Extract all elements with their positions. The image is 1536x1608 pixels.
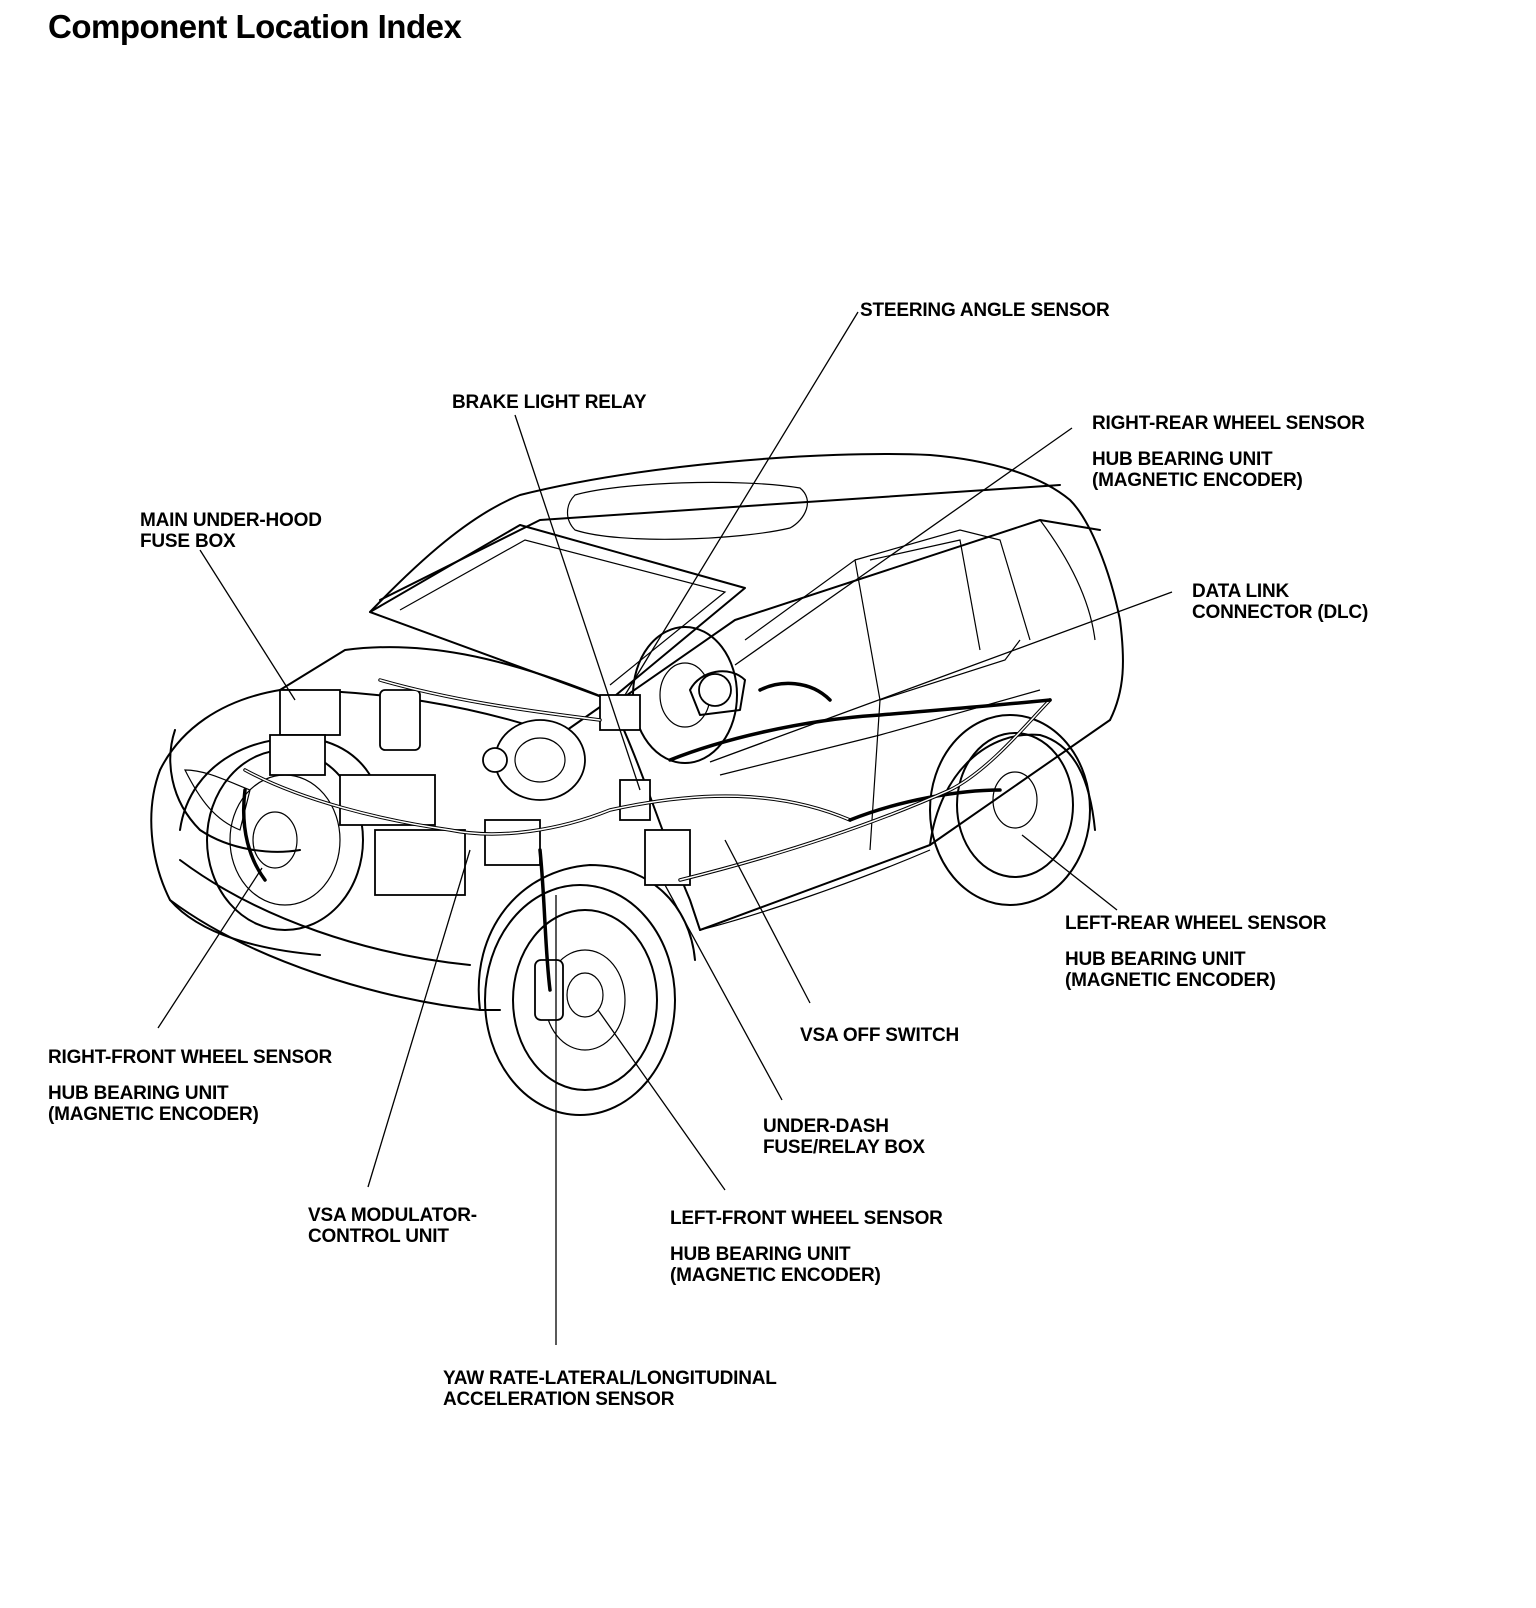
engine-bay-components: [269, 689, 691, 896]
label-text: ACCELERATION SENSOR: [443, 1389, 675, 1410]
leader-vsa-off-switch: [724, 839, 811, 1004]
label-vsa-off-switch: VSA OFF SWITCH: [800, 1025, 959, 1046]
wiring-harness: [241, 678, 1052, 992]
label-yaw-rate-sensor: YAW RATE-LATERAL/LONGITUDINAL ACCELERATI…: [443, 1368, 777, 1410]
label-text: (MAGNETIC ENCODER): [670, 1265, 881, 1286]
label-text: HUB BEARING UNIT: [670, 1244, 851, 1265]
label-left-rear-wheel-sensor: LEFT-REAR WHEEL SENSOR HUB BEARING UNIT …: [1065, 913, 1326, 991]
label-text: YAW RATE-LATERAL/LONGITUDINAL: [443, 1368, 777, 1389]
label-text: RIGHT-REAR WHEEL SENSOR: [1092, 413, 1365, 434]
label-text: VSA OFF SWITCH: [800, 1025, 960, 1046]
label-right-rear-wheel-sensor: RIGHT-REAR WHEEL SENSOR HUB BEARING UNIT…: [1092, 413, 1365, 491]
label-text: FUSE/RELAY BOX: [763, 1137, 925, 1158]
label-text: LEFT-REAR WHEEL SENSOR: [1065, 913, 1327, 934]
leader-right-rear-wheel-sensor: [734, 427, 1073, 666]
label-text: UNDER-DASH: [763, 1116, 889, 1137]
label-text: HUB BEARING UNIT: [1065, 949, 1246, 970]
label-vsa-modulator-control-unit: VSA MODULATOR- CONTROL UNIT: [308, 1205, 477, 1247]
leader-left-front-wheel-sensor: [597, 1009, 726, 1191]
page-title: Component Location Index: [48, 8, 462, 45]
label-text: CONNECTOR (DLC): [1192, 602, 1369, 623]
label-text: DATA LINK: [1192, 581, 1290, 602]
label-left-front-wheel-sensor: LEFT-FRONT WHEEL SENSOR HUB BEARING UNIT…: [670, 1208, 943, 1286]
label-text: HUB BEARING UNIT: [48, 1083, 229, 1104]
label-text: CONTROL UNIT: [308, 1226, 449, 1247]
label-text: (MAGNETIC ENCODER): [1065, 970, 1276, 991]
label-text: BRAKE LIGHT RELAY: [452, 392, 647, 413]
leader-main-fuse-box: [199, 549, 296, 701]
label-text: (MAGNETIC ENCODER): [48, 1104, 259, 1125]
left-rear-wheel: [929, 714, 1091, 906]
leader-right-front-wheel-sensor: [157, 867, 263, 1029]
leader-dlc: [709, 591, 1173, 763]
label-brake-light-relay: BRAKE LIGHT RELAY: [452, 392, 647, 413]
label-text: VSA MODULATOR-: [308, 1205, 477, 1226]
label-under-dash-fuse-relay-box: UNDER-DASH FUSE/RELAY BOX: [763, 1116, 925, 1158]
leader-vsa-modulator: [367, 849, 471, 1188]
label-text: LEFT-FRONT WHEEL SENSOR: [670, 1208, 943, 1229]
leader-lines: [157, 311, 1173, 1345]
label-text: FUSE BOX: [140, 531, 236, 552]
label-main-under-hood-fuse-box: MAIN UNDER-HOOD FUSE BOX: [140, 510, 322, 552]
label-text: HUB BEARING UNIT: [1092, 449, 1273, 470]
label-data-link-connector: DATA LINK CONNECTOR (DLC): [1192, 581, 1368, 623]
leader-left-rear-wheel-sensor: [1021, 834, 1118, 911]
label-text: RIGHT-FRONT WHEEL SENSOR: [48, 1047, 333, 1068]
leader-steering-angle-sensor: [624, 311, 859, 696]
leader-under-dash: [664, 884, 783, 1101]
left-front-wheel: [484, 884, 676, 1116]
label-text: (MAGNETIC ENCODER): [1092, 470, 1303, 491]
label-text: STEERING ANGLE SENSOR: [860, 300, 1110, 321]
label-text: MAIN UNDER-HOOD: [140, 510, 322, 531]
label-steering-angle-sensor: STEERING ANGLE SENSOR: [860, 300, 1110, 321]
leader-brake-light-relay: [514, 414, 641, 791]
label-right-front-wheel-sensor: RIGHT-FRONT WHEEL SENSOR HUB BEARING UNI…: [48, 1047, 332, 1125]
